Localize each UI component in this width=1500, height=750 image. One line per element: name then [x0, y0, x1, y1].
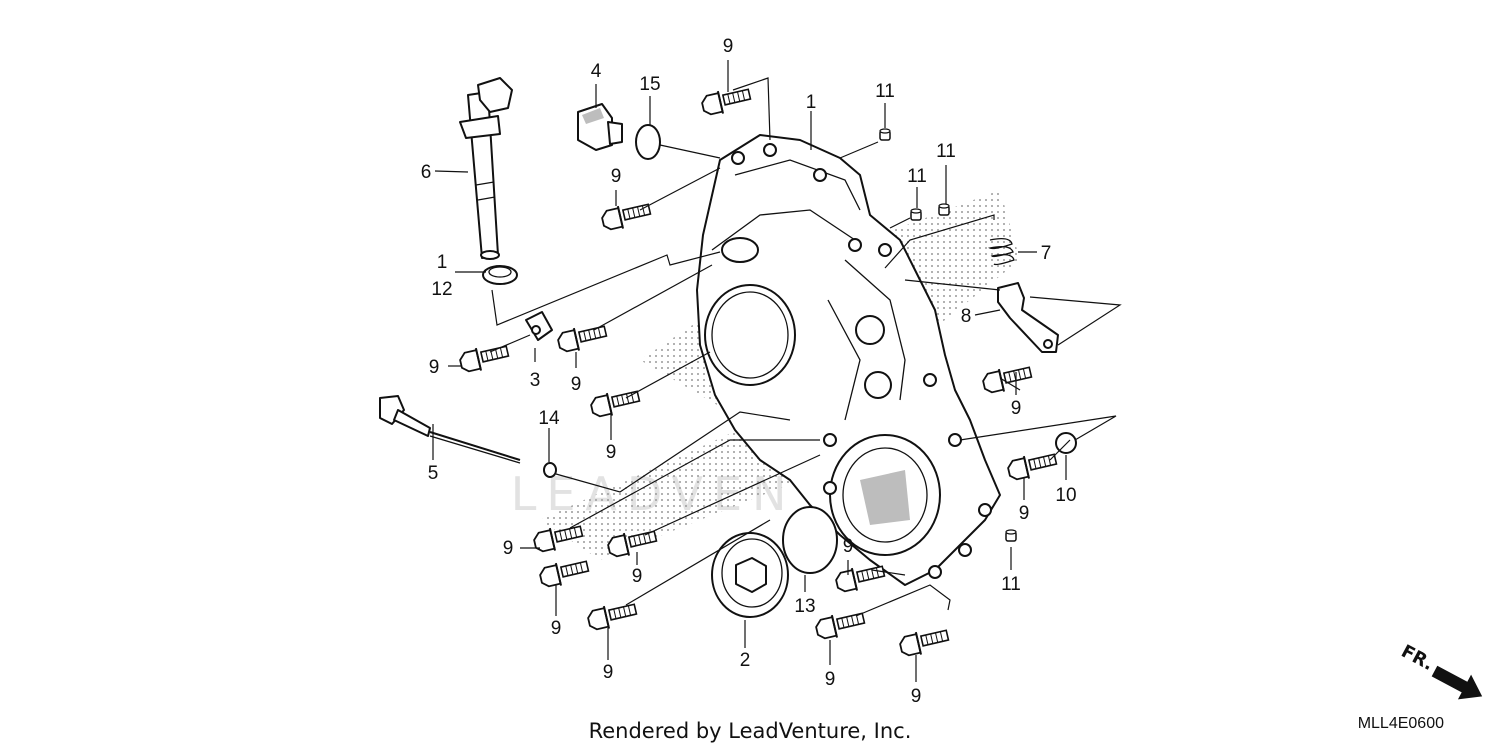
oil-seal-part-12 [482, 265, 518, 285]
cap-part-4 [577, 103, 623, 151]
callout-9: 9 [603, 662, 614, 683]
callout-2: 2 [740, 650, 751, 671]
callout-4: 4 [591, 61, 602, 82]
callout-9: 9 [503, 538, 514, 559]
callout-11: 11 [1001, 574, 1021, 595]
o-ring-part-13 [782, 506, 838, 574]
clip-part-3 [525, 311, 553, 341]
callout-9: 9 [1011, 398, 1022, 419]
arm-part-8 [997, 282, 1059, 353]
spring-part-7 [988, 238, 1015, 266]
callout-7: 7 [1041, 243, 1052, 264]
cap-part-2 [711, 532, 789, 618]
callout-10: 10 [1055, 485, 1076, 506]
washer-part-10 [1055, 432, 1077, 454]
o-ring-part-15 [635, 124, 661, 160]
front-direction-arrow-icon: FR. [1398, 641, 1483, 700]
washer-part-14 [543, 462, 557, 478]
callout-9: 9 [723, 36, 734, 57]
callout-9: 9 [825, 669, 836, 690]
callout-11: 11 [907, 166, 927, 187]
leader-lines [432, 60, 1122, 682]
direction-label: FR. [1398, 641, 1437, 675]
callout-12: 12 [431, 279, 452, 300]
callout-1: 1 [806, 92, 817, 113]
crankcase-cover [696, 134, 1001, 586]
callout-9: 9 [611, 166, 622, 187]
shift-spindle-part-6 [459, 77, 513, 260]
callout-3: 3 [530, 370, 541, 391]
callout-9: 9 [911, 686, 922, 707]
callout-labels: 9 4 15 1 11 11 11 6 9 1 12 7 8 9 3 9 9 1… [421, 36, 1077, 707]
callout-11: 11 [936, 141, 956, 162]
callout-9: 9 [632, 566, 643, 587]
callout-9: 9 [429, 357, 440, 378]
callout-13: 13 [794, 596, 815, 617]
callout-8: 8 [961, 306, 972, 327]
callout-9: 9 [1019, 503, 1030, 524]
callout-9: 9 [843, 536, 854, 557]
diagram-code: MLL4E0600 [1357, 715, 1444, 732]
callout-6: 6 [421, 162, 432, 183]
callout-1: 1 [437, 252, 448, 273]
callout-9: 9 [606, 442, 617, 463]
dipstick-part-5 [379, 395, 521, 464]
callout-9: 9 [551, 618, 562, 639]
callout-15: 15 [639, 74, 660, 95]
callout-14: 14 [538, 408, 560, 429]
footer-credit: Rendered by LeadVenture, Inc. [588, 719, 912, 743]
callout-5: 5 [428, 463, 439, 484]
callout-11: 11 [875, 81, 895, 102]
callout-9: 9 [571, 374, 582, 395]
